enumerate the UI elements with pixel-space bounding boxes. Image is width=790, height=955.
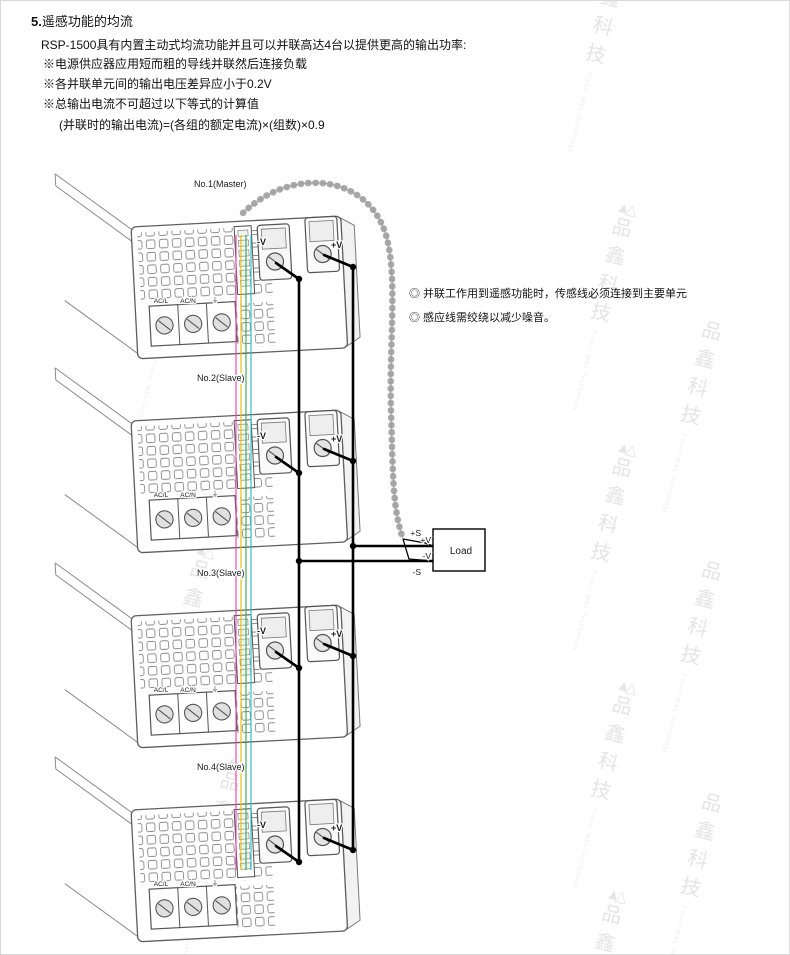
pos-terminal-label: +V — [331, 823, 342, 833]
intro-text: RSP-1500具有内置主动式均流功能并且可以并联高达4台以提供更高的输出功率: — [41, 38, 467, 52]
neg-stub — [274, 650, 301, 670]
ac-neutral-label: AC/N — [180, 687, 196, 694]
ac-neutral-label: AC/N — [180, 492, 196, 499]
load-pos-label: +V — [420, 535, 431, 545]
sense-fork-wires — [402, 538, 434, 562]
ground-symbol: ⏚ — [212, 490, 219, 498]
current-share-wires — [235, 235, 252, 870]
load-box: Load +V -V +S -S — [409, 527, 486, 578]
neg-stub — [274, 844, 301, 864]
load-label: Load — [450, 546, 472, 557]
neg-terminal-label: -V — [257, 237, 266, 247]
section-title-text: 遥感功能的均流 — [41, 14, 133, 29]
ac-neutral-label: AC/N — [180, 298, 196, 305]
bullet-item: ※各并联单元间的输出电压差异应小于0.2V — [43, 77, 272, 91]
psu-unit-4-labels: No.4(Slave) -V +V AC/L AC/N ⏚ — [153, 761, 344, 889]
neg-terminal-label: -V — [257, 626, 266, 636]
bullet-item: ※总输出电流不可超过以下等式的计算值 — [43, 97, 260, 111]
neg-stub — [274, 455, 301, 475]
unit-label: No.4(Slave) — [197, 762, 245, 772]
bullet-item: ※电源供应器应用短而粗的导线并联然后连接负载 — [43, 57, 308, 71]
ground-symbol: ⏚ — [212, 296, 219, 304]
ac-line-label: AC/L — [154, 298, 169, 305]
pos-stub — [322, 253, 355, 269]
psu-unit-3-labels: No.3(Slave) -V +V AC/L AC/N ⏚ — [153, 567, 344, 695]
sense-pos-label: +S — [410, 528, 421, 538]
psu-unit-1-labels: No.1(Master) -V +V AC/L AC/N ⏚ — [153, 178, 344, 306]
ac-line-label: AC/L — [154, 881, 169, 888]
ground-symbol: ⏚ — [212, 879, 219, 887]
neg-terminal-label: -V — [257, 431, 266, 441]
ac-neutral-label: AC/N — [180, 881, 196, 888]
psu-unit-2 — [54, 351, 362, 558]
unit-label: No.2(Slave) — [197, 373, 245, 383]
psu-unit-4 — [54, 740, 362, 947]
neg-terminal-label: -V — [257, 820, 266, 830]
dc-bus-wires — [274, 253, 435, 864]
junction-dots — [295, 263, 357, 866]
formula-text: (并联时的输出电流)=(各组的额定电流)×(组数)×0.9 — [59, 118, 325, 132]
pos-stub — [322, 836, 355, 852]
unit-label: No.1(Master) — [194, 179, 247, 189]
unit-label: No.3(Slave) — [197, 568, 245, 578]
instructions-block: 5.遥感功能的均流 RSP-1500具有内置主动式均流功能并且可以并联高达4台以… — [31, 11, 466, 133]
neg-stub — [274, 261, 301, 281]
sense-twisted-pair — [239, 179, 407, 543]
ac-line-label: AC/L — [154, 687, 169, 694]
ac-line-label: AC/L — [154, 492, 169, 499]
pos-stub — [322, 642, 355, 658]
load-neg-label: -V — [423, 551, 432, 561]
note-twist-wires: ◎ 感应线需绞绕以减少噪音。 — [409, 312, 556, 324]
psu-unit-1 — [54, 157, 362, 364]
pos-stub — [322, 447, 355, 463]
pos-terminal-label: +V — [331, 434, 342, 444]
psu-unit-2-labels: No.2(Slave) -V +V AC/L AC/N ⏚ — [153, 372, 344, 500]
section-number: 5. — [31, 14, 42, 29]
section-title: 5.遥感功能的均流 — [31, 11, 466, 30]
pos-terminal-label: +V — [331, 629, 342, 639]
ground-symbol: ⏚ — [212, 685, 219, 693]
psu-unit-3 — [54, 546, 362, 753]
note-sense-connection: ◎ 并联工作用到遥感功能时，传感线必须连接到主要单元 — [409, 288, 688, 300]
pos-terminal-label: +V — [331, 240, 342, 250]
sense-neg-label: -S — [413, 567, 422, 577]
